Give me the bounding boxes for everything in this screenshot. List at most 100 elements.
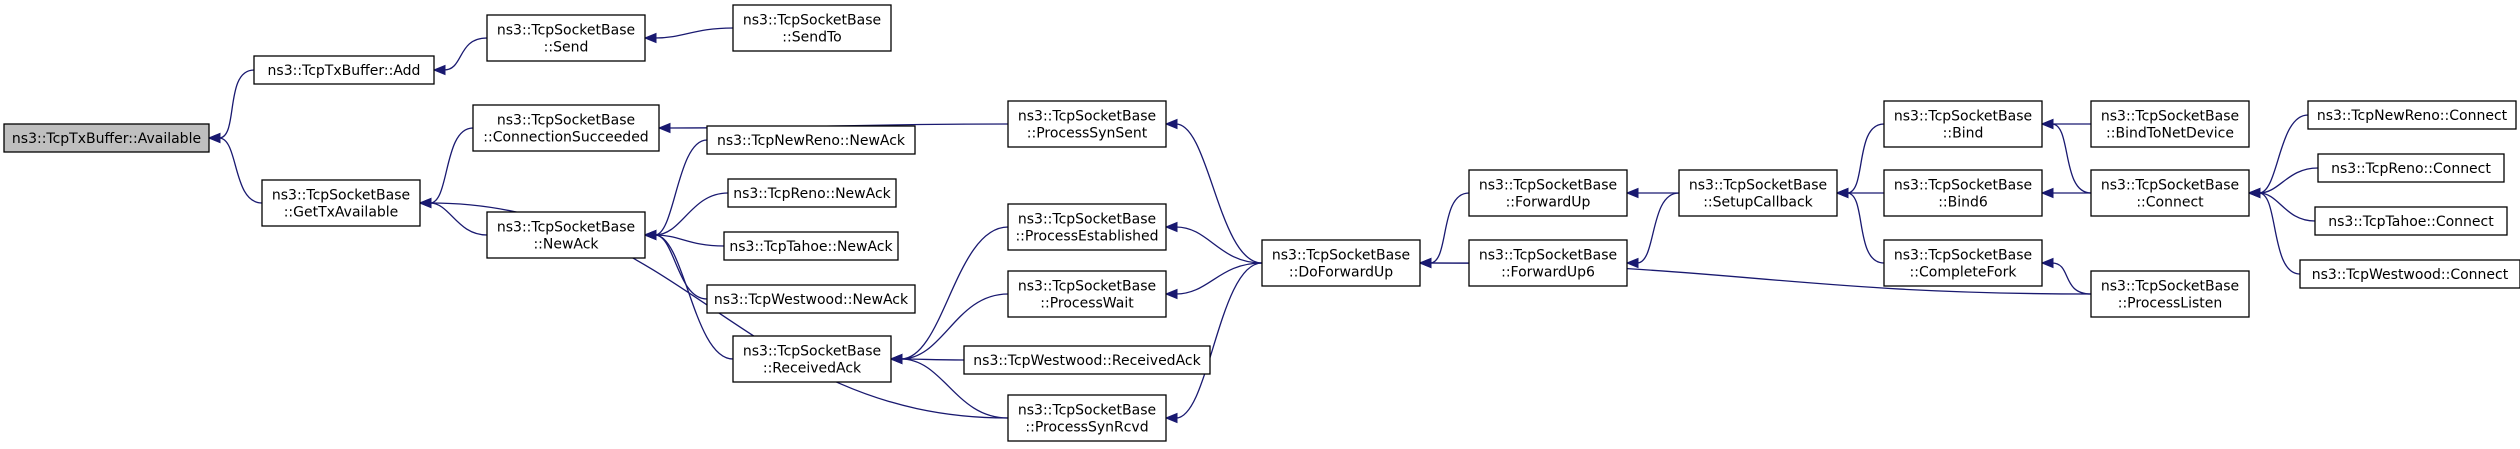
node-box [472, 104, 660, 152]
arrowhead-icon [1418, 257, 1432, 269]
edge-line [1846, 192, 1885, 264]
node-box [1883, 169, 2043, 217]
node-label: ns3::TcpTahoe::NewAck [729, 239, 893, 255]
graph-node[interactable]: ns3::TcpWestwood::NewAck [706, 284, 916, 314]
root-node[interactable]: ns3::TcpTxBuffer::Available [3, 123, 210, 153]
arrowhead-icon [432, 64, 446, 76]
arrowhead-icon [2040, 187, 2054, 199]
graph-node[interactable]: ns3::TcpSocketBase::ForwardUp6 [1468, 239, 1628, 287]
graph-node[interactable]: ns3::TcpSocketBase::ConnectionSucceeded [472, 104, 660, 152]
node-label: ns3::TcpSocketBase [743, 13, 881, 29]
node-box [1678, 169, 1838, 217]
node-label: ::ProcessEstablished [1015, 229, 1158, 245]
graph-node[interactable]: ns3::TcpTahoe::NewAck [723, 231, 899, 261]
graph-node[interactable]: ns3::TcpTahoe::Connect [2314, 206, 2508, 236]
edge-n7-to-n28 [1164, 262, 1263, 300]
graph-node[interactable]: ns3::TcpReno::Connect [2317, 153, 2505, 183]
edge-n25-to-n21 [643, 229, 708, 300]
graph-node[interactable]: ns3::TcpSocketBase::ProcessListen [2090, 270, 2250, 318]
node-label: ::CompleteFork [1910, 265, 2018, 281]
graph-node[interactable]: ns3::TcpSocketBase::SendTo [732, 4, 892, 52]
graph-node[interactable]: ns3::TcpNewReno::NewAck [706, 125, 916, 155]
edge-n12-to-n10 [2040, 118, 2092, 194]
node-label: ::ForwardUp [1506, 195, 1591, 211]
node-label: ns3::TcpSocketBase [2101, 109, 2239, 125]
graph-node[interactable]: ns3::TcpSocketBase::GetTxAvailable [261, 179, 421, 227]
graph-node[interactable]: ns3::TcpSocketBase::NewAck [486, 211, 646, 259]
node-label: ns3::TcpSocketBase [1894, 178, 2032, 194]
graph-node[interactable]: ns3::TcpSocketBase::BindToNetDevice [2090, 100, 2250, 148]
edge-line [654, 234, 708, 300]
node-label: ns3::TcpWestwood::Connect [2312, 267, 2509, 283]
node-label: ::SetupCallback [1703, 195, 1813, 211]
node-box [2090, 100, 2250, 148]
node-box [1007, 100, 1167, 148]
graph-node[interactable]: ns3::TcpSocketBase::SetupCallback [1678, 169, 1838, 217]
edge-n19-to-n18 [2040, 257, 2092, 295]
edge-n18-to-n9 [1835, 187, 1885, 264]
graph-node[interactable]: ns3::TcpNewReno::Connect [2307, 100, 2517, 130]
arrowhead-icon [643, 32, 657, 44]
edge-n26-to-n21 [643, 229, 734, 360]
edge-line [900, 293, 1009, 360]
node-label: ns3::TcpSocketBase [743, 344, 881, 360]
graph-node[interactable]: ns3::TcpSocketBase::ForwardUp [1468, 169, 1628, 217]
edge-line [1175, 262, 1263, 419]
graph-node[interactable]: ns3::TcpTxBuffer::Add [253, 55, 435, 85]
node-label: ns3::TcpSocketBase [1689, 178, 1827, 194]
edge-n12-to-n17 [2040, 187, 2091, 199]
graph-node[interactable]: ns3::TcpSocketBase::Connect [2090, 169, 2250, 217]
node-box [486, 211, 646, 259]
node-label: ::ProcessWait [1040, 296, 1134, 312]
edge-line [654, 192, 729, 236]
edge-n7-to-n27 [1164, 221, 1263, 264]
graph-node[interactable]: ns3::TcpSocketBase::ProcessSynRcvd [1007, 394, 1167, 442]
arrowhead-icon [2040, 257, 2054, 269]
graph-node[interactable]: ns3::TcpSocketBase::DoForwardUp [1261, 239, 1421, 287]
arrowhead-icon [1625, 257, 1639, 269]
node-label: ns3::TcpTxBuffer::Available [12, 131, 201, 147]
node-label: ns3::TcpTahoe::Connect [2328, 214, 2494, 230]
graph-node[interactable]: ns3::TcpSocketBase::ProcessEstablished [1007, 203, 1167, 251]
graph-node[interactable]: ns3::TcpSocketBase::Bind6 [1883, 169, 2043, 217]
arrowhead-icon [2040, 118, 2054, 130]
graph-node[interactable]: ns3::TcpWestwood::Connect [2299, 259, 2520, 289]
node-label: ns3::TcpSocketBase [497, 113, 635, 129]
arrowhead-icon [643, 229, 657, 241]
graph-node[interactable]: ns3::TcpSocketBase::Bind [1883, 100, 2043, 148]
node-label: ns3::TcpSocketBase [2101, 279, 2239, 295]
edge-n9-to-n20 [1625, 192, 1680, 269]
node-box [727, 178, 897, 208]
graph-node[interactable]: ns3::TcpSocketBase::Send [486, 14, 646, 62]
graph-node[interactable]: ns3::TcpWestwood::ReceivedAck [963, 345, 1211, 375]
graph-node[interactable]: ns3::TcpSocketBase::CompleteFork [1883, 239, 2043, 287]
graph-node[interactable]: ns3::TcpSocketBase::ProcessSynSent [1007, 100, 1167, 148]
edge-line [654, 234, 725, 247]
edge-line [1636, 192, 1680, 264]
node-label: ns3::TcpNewReno::NewAck [717, 133, 906, 149]
nodes-layer: ns3::TcpTxBuffer::Available ns3::TcpTxBuf… [3, 4, 2520, 442]
graph-node[interactable]: ns3::TcpSocketBase::ReceivedAck [732, 335, 892, 383]
node-box [2299, 259, 2520, 289]
edge-line [218, 137, 263, 204]
arrowhead-icon [418, 197, 432, 209]
node-label: ns3::TcpReno::NewAck [733, 186, 891, 202]
edge-n16-to-n12 [2247, 187, 2301, 275]
edge-n3-to-n2 [643, 27, 734, 44]
node-label: ns3::TcpSocketBase [497, 220, 635, 236]
edge-n2-to-n1 [432, 37, 488, 76]
node-label: ns3::TcpWestwood::NewAck [714, 292, 909, 308]
graph-node[interactable]: ns3::TcpSocketBase::ProcessWait [1007, 270, 1167, 318]
graph-node[interactable]: ns3::TcpReno::NewAck [727, 178, 897, 208]
edge-n5-to-n4 [418, 127, 474, 209]
node-label: ns3::TcpNewReno::Connect [2317, 108, 2508, 124]
node-label: ::ProcessListen [2118, 296, 2223, 312]
node-label: ns3::TcpTxBuffer::Add [268, 63, 421, 79]
node-label: ns3::TcpReno::Connect [2331, 161, 2491, 177]
edge-n4-to-n0 [207, 132, 263, 204]
node-box [3, 123, 210, 153]
arrowhead-icon [1164, 118, 1178, 130]
node-box [261, 179, 421, 227]
edge-line [443, 37, 488, 71]
